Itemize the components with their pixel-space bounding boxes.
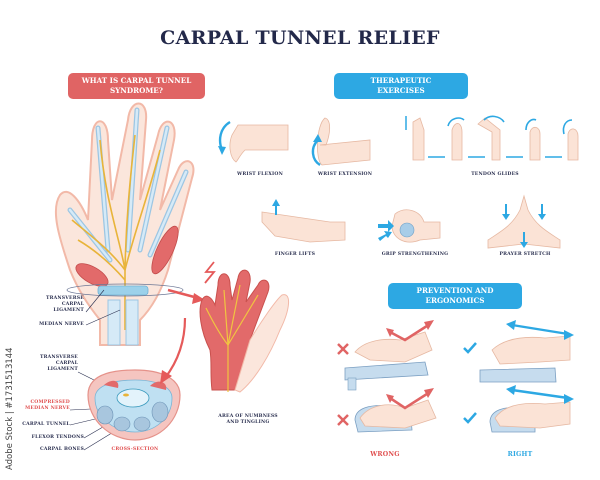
label-line: TRANSVERSE bbox=[39, 355, 78, 360]
prevention-heading-line2: ERGONOMICS bbox=[425, 296, 485, 305]
exercise-prayer-stretch bbox=[487, 194, 561, 249]
label-line: MEDIAN NERVE bbox=[25, 406, 70, 411]
label-numbness-area: AREA OF NUMBNESS AND TINGLING bbox=[208, 414, 288, 426]
syndrome-heading-line2: SYNDROME? bbox=[109, 86, 163, 95]
exercise-tendon-glides bbox=[405, 115, 579, 161]
label-wrong: WRONG bbox=[370, 451, 400, 458]
prevention-heading-line1: PREVENTION AND bbox=[416, 286, 494, 295]
prevention-heading: PREVENTION AND ERGONOMICS bbox=[388, 283, 522, 309]
label-transverse-ligament-top: TRANSVERSE CARPAL LIGAMENT bbox=[20, 296, 84, 314]
exercise-grip-strengthening bbox=[378, 209, 441, 243]
label-transverse-ligament: TRANSVERSE CARPAL LIGAMENT bbox=[14, 355, 78, 373]
ergonomics-right-mouse bbox=[463, 385, 574, 433]
label-right: RIGHT bbox=[507, 451, 533, 458]
label-line: CARPAL bbox=[55, 361, 78, 366]
exercises-heading-line1: THERAPEUTIC bbox=[370, 76, 432, 85]
label-median-nerve: MEDIAN NERVE bbox=[39, 322, 84, 327]
label-line: COMPRESSED bbox=[30, 400, 70, 405]
exercise-label-tendon-glides: TENDON GLIDES bbox=[471, 172, 519, 177]
exercise-label-wrist-flexion: WRIST FLEXION bbox=[237, 172, 283, 177]
page-title: CARPAL TUNNEL RELIEF bbox=[160, 27, 440, 49]
cross-section-drawing bbox=[87, 369, 181, 441]
exercise-finger-lifts bbox=[261, 199, 346, 243]
syndrome-heading-line1: WHAT IS CARPAL TUNNEL bbox=[81, 76, 192, 85]
label-carpal-bones: CARPAL BONES bbox=[40, 447, 84, 452]
label-line: LIGAMENT bbox=[53, 308, 84, 313]
hand-anatomy-drawing bbox=[54, 102, 195, 346]
syndrome-heading: WHAT IS CARPAL TUNNEL SYNDROME? bbox=[68, 73, 205, 99]
label-line: LIGAMENT bbox=[47, 367, 78, 372]
label-carpal-tunnel: CARPAL TUNNEL bbox=[22, 422, 70, 427]
exercise-wrist-extension bbox=[311, 117, 371, 167]
exercises-heading: THERAPEUTIC EXERCISES bbox=[334, 73, 468, 99]
exercise-label-prayer-stretch: PRAYER STRETCH bbox=[499, 252, 551, 257]
exercise-wrist-flexion bbox=[218, 120, 289, 163]
exercise-label-finger-lifts: FINGER LIFTS bbox=[274, 252, 316, 257]
stock-watermark: Adobe Stock | #1731513144 bbox=[5, 347, 15, 470]
label-line: TRANSVERSE bbox=[45, 296, 84, 301]
red-arrows bbox=[160, 261, 216, 384]
numb-hand-drawing bbox=[199, 269, 289, 393]
label-flexor-tendons: FLEXOR TENDONS bbox=[31, 435, 84, 440]
ergonomics-wrong-keyboard bbox=[337, 320, 434, 391]
ergonomics-wrong-mouse bbox=[337, 388, 437, 433]
exercises-heading-line2: EXERCISES bbox=[377, 86, 425, 95]
exercise-label-wrist-extension: WRIST EXTENSION bbox=[317, 172, 373, 177]
exercise-label-grip-strengthening: GRIP STRENGTHENING bbox=[381, 252, 449, 257]
ergonomics-right-keyboard bbox=[463, 320, 574, 383]
label-line: AND TINGLING bbox=[226, 420, 270, 425]
label-cross-section: CROSS-SECTION bbox=[111, 447, 159, 452]
label-line: CARPAL bbox=[61, 302, 84, 307]
label-line: AREA OF NUMBNESS bbox=[218, 414, 278, 419]
label-compressed-median-nerve: COMPRESSED MEDIAN NERVE bbox=[6, 400, 70, 412]
